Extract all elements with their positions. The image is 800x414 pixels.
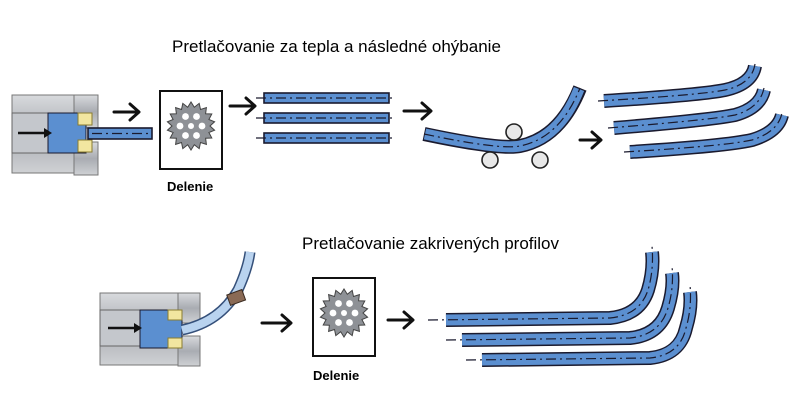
saw-blade-icon [319, 288, 369, 338]
saw-blade-hole [346, 300, 353, 307]
bending-roller-icon [481, 123, 549, 169]
bending-station [422, 85, 587, 169]
saw-blade-hub [341, 310, 347, 316]
saw-blade-hole [176, 122, 184, 130]
saw-blade-icon [166, 101, 216, 151]
saw-blade-hub [188, 123, 194, 129]
saw-blade-hole [335, 300, 342, 307]
saw-blade-hole [198, 122, 206, 130]
top-process-title: Pretlačovanie za tepla a následné ohýban… [172, 37, 501, 56]
bent-profiles [597, 63, 789, 159]
press-die-icon [99, 251, 256, 367]
cutting-station [159, 90, 223, 170]
arrow-right-icon [228, 96, 257, 116]
arrow-right-icon [386, 310, 415, 330]
press-die-icon [11, 94, 153, 176]
arrow-right-icon [578, 130, 603, 150]
saw-blade-hole [182, 113, 189, 120]
arrow-right-icon [402, 101, 433, 121]
cutting-station [312, 277, 376, 357]
saw-blade-hole [351, 309, 359, 317]
bottom-process-title: Pretlačovanie zakrivených profilov [302, 234, 560, 253]
saw-blade-hole [182, 132, 189, 139]
saw-blade-hole [335, 319, 342, 326]
saw-blade-hole [193, 132, 200, 139]
saw-blade-hole [193, 113, 200, 120]
arrow-right-icon [260, 313, 293, 333]
curved-profiles [427, 245, 698, 367]
arrow-right-icon [112, 102, 141, 122]
top-cutting-label: Delenie [167, 179, 213, 194]
saw-blade-hole [329, 309, 337, 317]
bottom-cutting-label: Delenie [313, 368, 359, 383]
saw-blade-hole [346, 319, 353, 326]
cut-profiles [256, 92, 396, 144]
